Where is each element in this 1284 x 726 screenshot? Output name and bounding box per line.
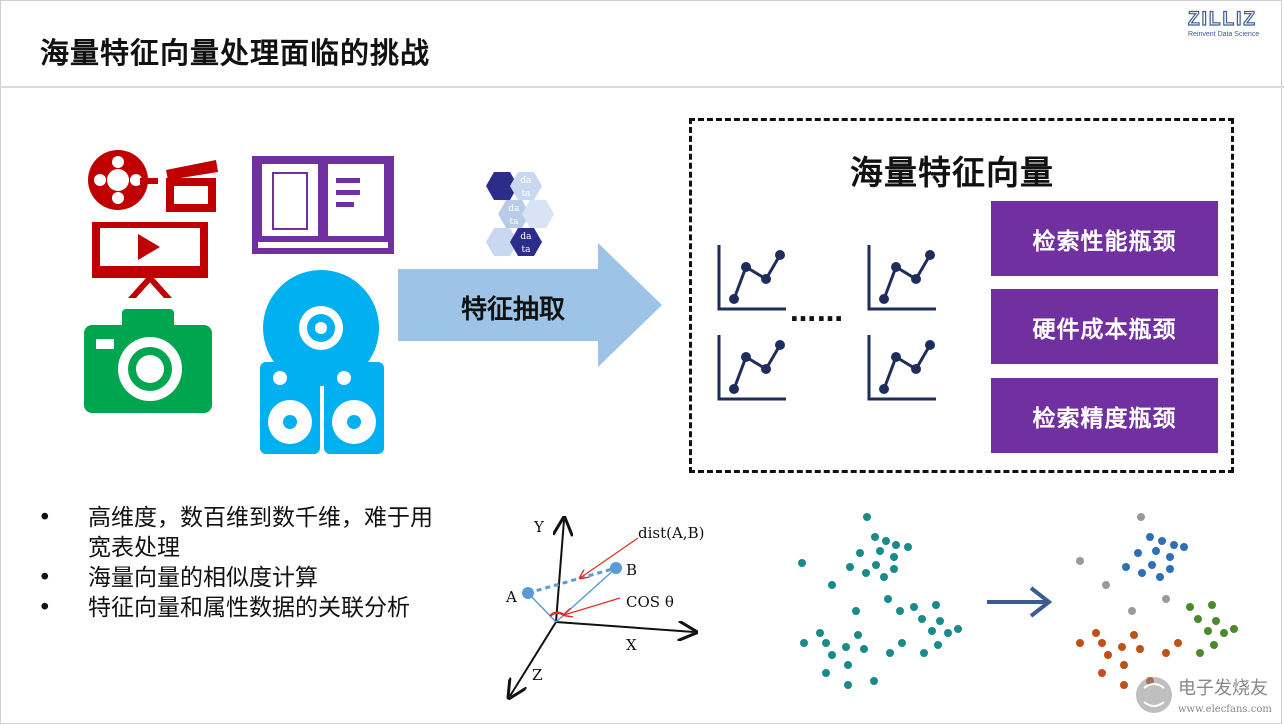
camera-icon bbox=[84, 309, 212, 413]
hex-label-4: ta bbox=[510, 217, 520, 227]
watermark-title: 电子发烧友 bbox=[1178, 678, 1268, 699]
hex-label-5: da bbox=[520, 232, 532, 242]
challenge-list: • 高维度，数百维到数千维，难于用宽表处理 • 海量向量的相似度计算 • 特征向… bbox=[38, 503, 438, 623]
point-b-label: B bbox=[626, 561, 637, 579]
book-icon bbox=[252, 156, 394, 254]
audio-disc-icon bbox=[260, 270, 384, 454]
y-axis bbox=[556, 520, 564, 623]
watermark-url: www.elecfans.com bbox=[1178, 704, 1272, 715]
vector-chart-icon-1 bbox=[717, 245, 786, 311]
logo-tagline: Reinvent Data Science bbox=[1188, 31, 1260, 38]
z-axis bbox=[510, 621, 557, 696]
vector-b bbox=[555, 567, 617, 623]
list-item-text: 海量向量的相似度计算 bbox=[88, 565, 318, 591]
vector-box bbox=[689, 118, 1234, 473]
clustered-points bbox=[1076, 513, 1238, 689]
list-item-text: 特征向量和属性数据的关联分析 bbox=[88, 595, 410, 621]
hex-label-6: ta bbox=[522, 245, 532, 255]
logo-brand: ZILLIZ bbox=[1187, 9, 1257, 30]
hex-label-1: da bbox=[520, 176, 532, 186]
bullet-marker: • bbox=[38, 595, 52, 621]
list-item: • 特征向量和属性数据的关联分析 bbox=[38, 593, 438, 623]
title-divider bbox=[0, 86, 1284, 88]
zilliz-logo: ZILLIZ Reinvent Data Science bbox=[1187, 9, 1270, 39]
y-axis-label: Y bbox=[533, 518, 545, 536]
list-item: • 海量向量的相似度计算 bbox=[38, 563, 438, 593]
bullet-marker: • bbox=[38, 565, 52, 591]
point-a bbox=[522, 587, 534, 599]
cos-label: COS θ bbox=[626, 593, 674, 611]
vector-chart-icon-3 bbox=[717, 335, 786, 401]
dist-pointer bbox=[580, 537, 639, 578]
elecfans-watermark: 电子发烧友 www.elecfans.com bbox=[1136, 677, 1272, 715]
vector-ellipsis: …… bbox=[790, 298, 844, 328]
distance-line bbox=[527, 566, 617, 595]
bottleneck-search-accuracy: 检索精度瓶颈 bbox=[991, 378, 1218, 453]
bottleneck-search-performance: 检索性能瓶颈 bbox=[991, 201, 1218, 276]
vector-chart-icon-4 bbox=[867, 335, 936, 401]
extraction-arrow bbox=[398, 243, 662, 367]
cluster-arrow bbox=[987, 586, 1053, 618]
unclustered-points bbox=[798, 513, 962, 689]
cos-pointer bbox=[564, 597, 621, 615]
list-item-text: 高维度，数百维到数千维，难于用宽表处理 bbox=[88, 505, 433, 561]
list-item: • 高维度，数百维到数千维，难于用宽表处理 bbox=[38, 503, 438, 563]
dist-label: dist(A,B) bbox=[638, 524, 704, 542]
x-axis-label: X bbox=[626, 636, 637, 654]
video-media-icon bbox=[88, 150, 218, 298]
slide-title: 海量特征向量处理面临的挑战 bbox=[40, 36, 431, 70]
x-axis bbox=[555, 622, 694, 632]
point-a-label: A bbox=[505, 588, 517, 606]
z-axis-label: Z bbox=[532, 666, 542, 684]
hex-label-3: da bbox=[508, 204, 520, 214]
point-b bbox=[610, 562, 622, 574]
data-hexagons-icon: da ta da ta da ta bbox=[486, 172, 554, 256]
hex-label-2: ta bbox=[522, 189, 532, 199]
bottleneck-hardware-cost: 硬件成本瓶颈 bbox=[991, 289, 1218, 364]
vector-a bbox=[527, 592, 557, 623]
vector-chart-icon-2 bbox=[867, 245, 936, 311]
extraction-label: 特征抽取 bbox=[460, 295, 565, 325]
similarity-diagram: Y X Z A B dist(A,B) COS θ bbox=[505, 512, 704, 702]
vector-box-title: 海量特征向量 bbox=[850, 153, 1054, 192]
bullet-marker: • bbox=[38, 505, 52, 531]
